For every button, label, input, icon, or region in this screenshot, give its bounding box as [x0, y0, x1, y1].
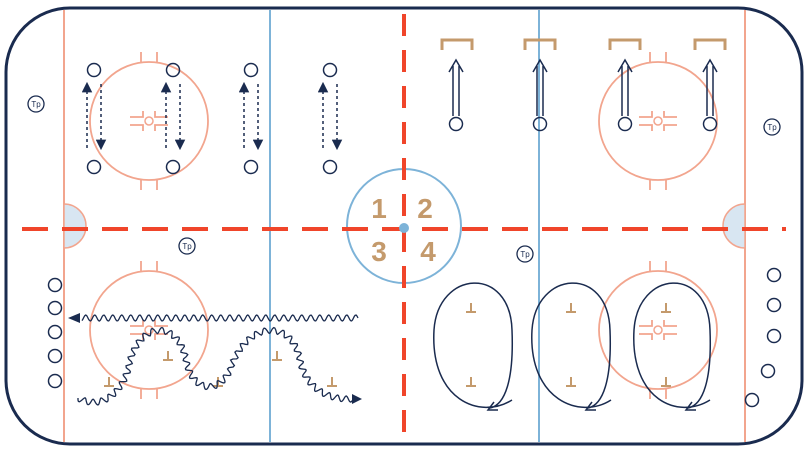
- player-icon: [165, 159, 181, 175]
- net-icon: [440, 38, 727, 50]
- faceoff-circle-top-right: [598, 52, 718, 190]
- faceoff-circle-bottom-right: [598, 261, 718, 399]
- coach-icon: Tp: [516, 245, 534, 263]
- wavy-return-path: [81, 314, 359, 322]
- svg-text:Tp: Tp: [767, 123, 777, 132]
- loop-path: [433, 282, 514, 409]
- player-icon: [47, 277, 63, 293]
- svg-text:Tp: Tp: [520, 250, 530, 259]
- player-icon: [47, 373, 63, 389]
- zone-2-drill: [440, 38, 727, 132]
- zone-1-drill: [81, 62, 343, 175]
- coach-icon: Tp: [178, 237, 196, 255]
- player-icon: [617, 116, 633, 132]
- player-icon: [47, 300, 63, 316]
- player-icon: [760, 363, 776, 379]
- player-icon: [86, 159, 102, 175]
- player-icon: [448, 116, 464, 132]
- player-icon: [532, 116, 548, 132]
- player-icon: [702, 116, 718, 132]
- player-icon: [766, 267, 782, 283]
- zone-number-3: 3: [371, 236, 387, 267]
- player-icon: [744, 392, 760, 408]
- player-icon: [766, 297, 782, 313]
- player-icon: [766, 328, 782, 344]
- player-icon: [47, 348, 63, 364]
- zone-4-drill: [433, 267, 782, 411]
- center-dot: [399, 223, 409, 233]
- player-icon: [243, 62, 259, 78]
- wavy-weave-path: [77, 326, 353, 406]
- rink-boards: [4, 6, 804, 446]
- pass-arrow-head: [68, 313, 80, 323]
- coach-icon: Tp: [763, 118, 781, 136]
- cone-icon: [466, 303, 671, 387]
- weave-arrow-head: [352, 394, 362, 404]
- cone-icon: [104, 351, 337, 387]
- goal-crease-left: [63, 203, 87, 249]
- player-icon: [47, 324, 63, 340]
- coach-icon: Tp: [27, 95, 45, 113]
- zone-number-1: 1: [371, 193, 387, 224]
- player-icon: [322, 159, 338, 175]
- loop-path: [633, 282, 712, 409]
- svg-text:Tp: Tp: [31, 100, 41, 109]
- player-icon: [243, 159, 259, 175]
- faceoff-circle-top-left: [89, 52, 209, 190]
- svg-text:Tp: Tp: [182, 242, 192, 251]
- goal-crease-right: [722, 203, 746, 249]
- loop-path: [531, 282, 612, 409]
- player-icon: [165, 62, 181, 78]
- player-icon: [322, 62, 338, 78]
- zone-number-2: 2: [417, 193, 433, 224]
- faceoff-circle-bottom-left: [89, 261, 209, 399]
- zone-3-drill: [47, 277, 362, 406]
- player-icon: [86, 62, 102, 78]
- zone-number-4: 4: [420, 236, 436, 267]
